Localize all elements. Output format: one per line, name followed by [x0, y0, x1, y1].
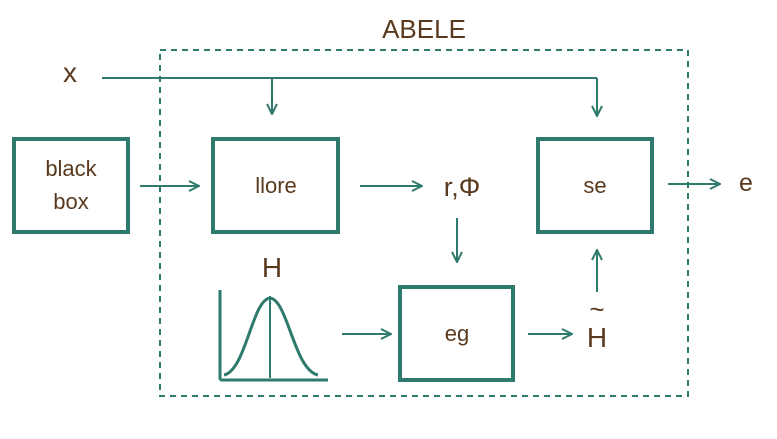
black-box-block [12, 137, 130, 234]
output-e-label: e [739, 169, 753, 197]
se-label: se [583, 173, 606, 198]
abele-container [159, 49, 689, 397]
h-tilde-mark: ~ [589, 294, 604, 324]
input-x-label: x [63, 57, 77, 88]
se-block [536, 137, 654, 234]
h-label: H [262, 252, 282, 283]
llore-block [211, 137, 340, 234]
llore-label: llore [255, 173, 297, 198]
r-phi-label: r,Φ [444, 172, 481, 202]
eg-block [398, 285, 515, 382]
abele-title: ABELE [382, 14, 466, 44]
black-box-label-line1: black [45, 156, 97, 181]
eg-label: eg [445, 321, 469, 346]
black-box-label-line2: box [53, 189, 88, 214]
gaussian-distribution-icon [218, 290, 328, 382]
h-tilde-label: H [587, 322, 607, 353]
